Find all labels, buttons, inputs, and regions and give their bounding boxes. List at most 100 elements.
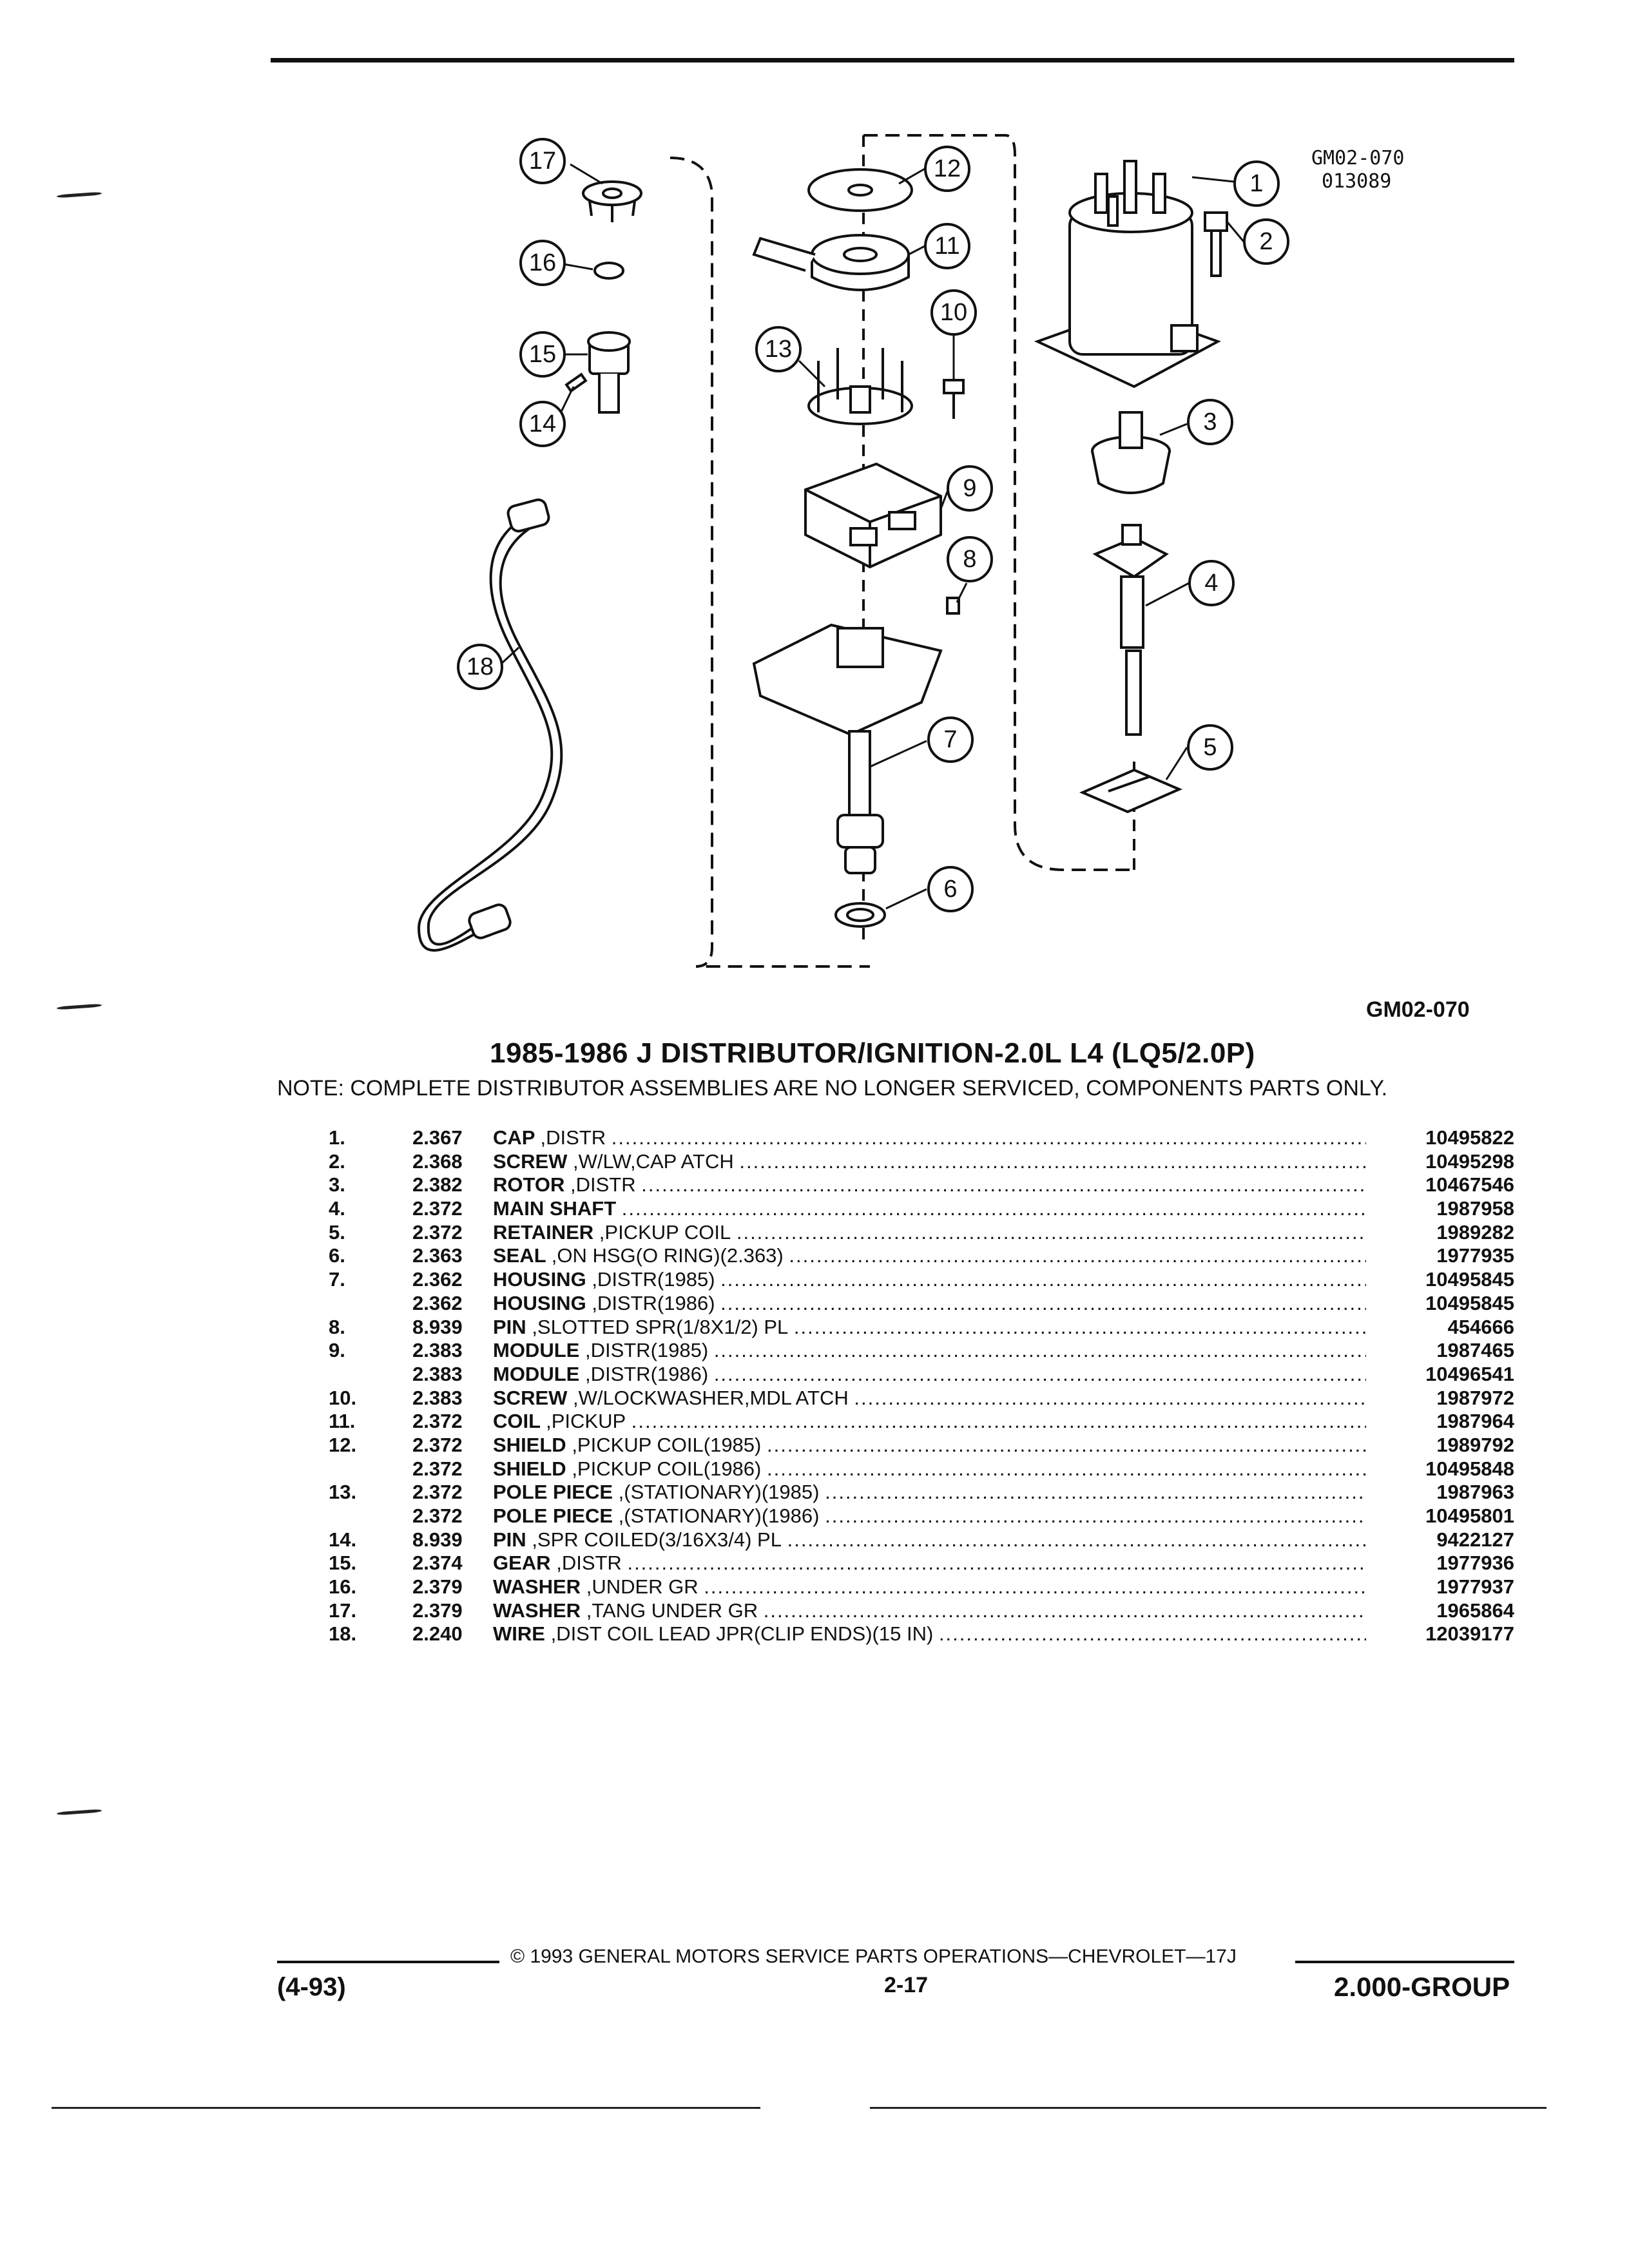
leader-dots: ........................................… [787,1528,1366,1551]
pickup-coil-retainer-part [1079,768,1183,814]
part-name: SHIELD [493,1433,566,1456]
part-detail: ,PICKUP [546,1410,626,1433]
part-number: 10495298 [1425,1149,1514,1173]
part-group-number: 2.372 [412,1220,463,1244]
rotor-part [1091,411,1171,494]
part-item-number: 9. [329,1339,345,1362]
part-group-number: 2.372 [412,1504,463,1527]
part-number: 10495848 [1425,1457,1514,1480]
leader-line-13 [798,360,826,388]
part-detail: ,DISTR [540,1126,606,1149]
figure-code-line: 013089 [1322,170,1392,193]
bottom-rule [52,2107,760,2109]
part-number: 12039177 [1425,1622,1514,1646]
callout-label: 3 [1203,408,1217,436]
callout-label: 18 [467,653,494,680]
part-group-number: 2.363 [412,1244,463,1267]
leader-dots: ........................................… [713,1362,1366,1385]
part-name: HOUSING [493,1268,586,1291]
part-group-number: 2.362 [412,1268,463,1291]
part-item-number: 16. [329,1575,357,1599]
footer-rule [1295,1961,1514,1963]
pole-piece-part [807,348,913,425]
leader-line-4 [1145,582,1190,607]
part-number: 1977937 [1436,1575,1514,1599]
figure-code-bottom: GM02-070 [1366,997,1470,1022]
part-name: SEAL [493,1244,546,1267]
callout-3 [1187,399,1233,445]
callout-15 [519,331,566,378]
pickup-coil-part [752,234,910,291]
part-name: PIN [493,1528,526,1551]
callout-1 [1233,160,1280,207]
leader-line-17 [570,163,603,185]
part-group-number: 2.372 [412,1433,463,1456]
part-description: MODULE ,DISTR(1985) ....................… [493,1339,1366,1363]
part-number: 10495822 [1425,1126,1514,1149]
leader-dots: ........................................… [854,1386,1366,1409]
part-number: 1987465 [1436,1339,1514,1362]
assembly-guide-line [863,134,1134,871]
part-number: 454666 [1447,1315,1514,1338]
part-group-number: 2.372 [412,1197,463,1220]
part-detail: ,DISTR [556,1552,622,1575]
ignition-module-part [804,462,942,569]
part-description: WASHER ,UNDER GR .......................… [493,1575,1366,1599]
part-number: 1987958 [1436,1197,1514,1220]
part-number: 1987972 [1436,1386,1514,1409]
callout-label: 4 [1204,570,1218,597]
leader-dots: ........................................… [825,1481,1366,1504]
group-label: 2.000-GROUP [1334,1972,1510,2002]
leader-dots: ........................................… [789,1244,1366,1267]
part-group-number: 2.383 [412,1386,463,1409]
part-group-number: 2.240 [412,1622,463,1646]
part-number: 10496541 [1425,1362,1514,1385]
callout-17 [519,138,566,184]
service-note: NOTE: COMPLETE DISTRIBUTOR ASSEMBLIES AR… [277,1076,1388,1100]
part-name: WIRE [493,1622,545,1646]
part-group-number: 2.374 [412,1552,463,1575]
part-number: 1989792 [1436,1433,1514,1456]
part-description: HOUSING ,DISTR(1985) ...................… [493,1268,1366,1292]
leader-line-7 [869,740,927,768]
callout-label: 11 [934,233,959,260]
part-name: POLE PIECE [493,1504,613,1527]
leader-dots: ........................................… [641,1173,1366,1196]
part-name: MODULE [493,1362,580,1385]
part-detail: ,TANG UNDER GR [586,1599,758,1622]
pin-part [564,372,588,393]
exploded-parts-diagram: 17 16 15 14 18 12 11 10 13 9 8 7 6 1 2 3… [417,134,1289,968]
callout-label: 17 [529,148,556,175]
coil-lead-wire-part [417,498,563,952]
gear-part [587,331,631,414]
leader-dots: ........................................… [713,1339,1366,1362]
callout-label: 16 [529,249,556,276]
part-description: HOUSING ,DISTR(1986) ...................… [493,1292,1366,1316]
part-detail: ,PICKUP COIL(1985) [572,1433,762,1456]
leader-dots: ........................................… [627,1552,1366,1575]
part-name: WASHER [493,1599,581,1622]
washer-tang-part [582,180,642,222]
part-detail: ,DISTR(1986) [592,1291,715,1314]
part-description: POLE PIECE ,(STATIONARY)(1986) .........… [493,1504,1366,1528]
part-group-number: 2.368 [412,1149,463,1173]
leader-line-5 [1165,747,1188,780]
leader-line-3 [1159,423,1188,436]
leader-line-14 [558,386,575,416]
part-name: GEAR [493,1552,551,1575]
part-name: CAP [493,1126,535,1149]
part-description: COIL ,PICKUP ...........................… [493,1410,1366,1434]
part-description: ROTOR ,DISTR ...........................… [493,1173,1366,1197]
part-group-number: 2.372 [412,1457,463,1480]
part-number: 1977935 [1436,1244,1514,1267]
part-detail: ,DISTR(1985) [592,1268,715,1291]
washer-part [593,262,624,280]
part-description: PIN ,SLOTTED SPR(1/8X1/2) PL ...........… [493,1316,1366,1340]
